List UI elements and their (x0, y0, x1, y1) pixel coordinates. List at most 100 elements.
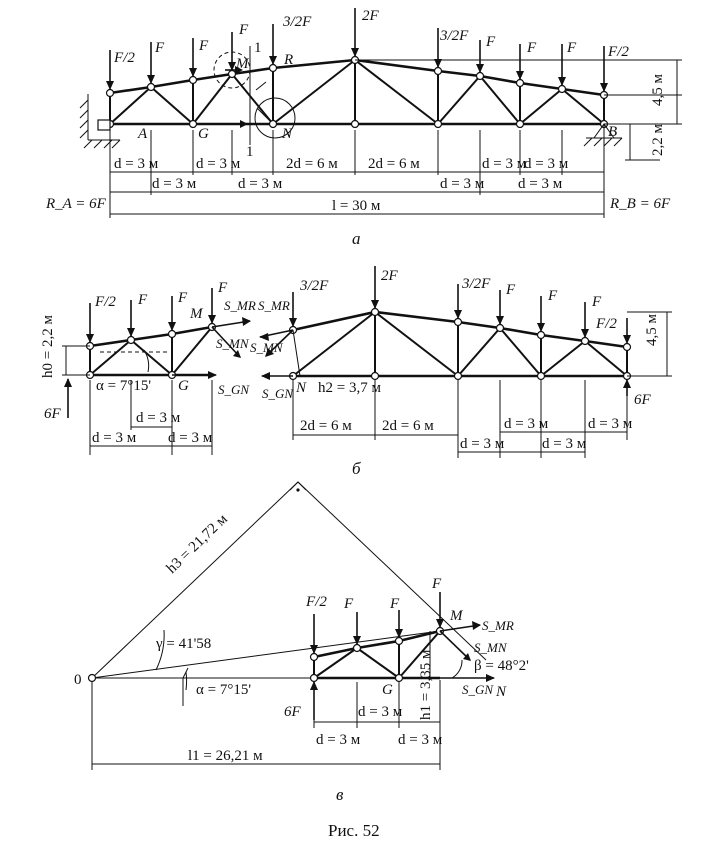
load-label: 3/2F (439, 28, 469, 44)
load-label: F (591, 294, 602, 310)
force-label: S_MR (258, 298, 290, 313)
load-label: F (217, 280, 228, 296)
load-label: 6F (634, 392, 652, 408)
dim-label: d = 3 м (358, 704, 403, 720)
load-label: F (154, 40, 165, 56)
section-cut (213, 46, 296, 145)
dim-label: h0 = 2,2 м (40, 315, 56, 378)
dim-label: 2d = 6 м (382, 418, 434, 434)
node-label-m: M (189, 306, 204, 322)
dim-label: d = 3 м (92, 430, 137, 446)
dim-label: l1 = 26,21 м (188, 748, 263, 764)
panel-b-left (62, 288, 251, 455)
dim-label: d = 3 м (238, 176, 283, 192)
dim-label: d = 3 м (518, 176, 563, 192)
force-label: S_MN (474, 640, 508, 655)
node-label-g: G (198, 126, 209, 142)
node-label-o: 0 (74, 672, 82, 688)
dim-label: 2,2 м (650, 124, 666, 157)
dim-label: h2 = 3,7 м (318, 380, 381, 396)
dim-label: d = 3 м (168, 430, 213, 446)
load-label: F/2 (113, 50, 135, 66)
section-label: 1 (246, 144, 254, 160)
load-label: F (566, 40, 577, 56)
panel-a-truss (79, 8, 682, 218)
dim-label: 4,5 м (644, 314, 660, 347)
force-label: S_MR (482, 618, 514, 633)
dim-label: d = 3 м (398, 732, 443, 748)
load-label: F/2 (94, 294, 116, 310)
reaction-label: R_B = 6F (609, 196, 671, 212)
force-label: S_MR (224, 298, 256, 313)
dim-label: d = 3 м (504, 416, 549, 432)
dim-label: 4,5 м (650, 74, 666, 107)
height-dims-a (355, 59, 682, 161)
load-label: F (526, 40, 537, 56)
dim-label: h1 = 3,35 м (418, 649, 434, 720)
angle-label: β = 48°2' (474, 658, 529, 674)
load-label: 2F (381, 268, 399, 284)
load-label: F/2 (305, 594, 327, 610)
dim-label: 2d = 6 м (300, 418, 352, 434)
load-label: F (137, 292, 148, 308)
dim-label: d = 3 м (114, 156, 159, 172)
dims-a (109, 124, 605, 218)
load-label: 6F (44, 406, 62, 422)
dim-label: d = 3 м (524, 156, 569, 172)
load-label: 3/2F (461, 276, 491, 292)
load-label: F (505, 282, 516, 298)
dim-label: d = 3 м (588, 416, 633, 432)
section-label: 1 (254, 40, 262, 56)
panel-c-truss (87, 592, 495, 728)
angle-label: α = 7°15' (96, 378, 151, 394)
load-label: F (238, 22, 249, 38)
force-label: S_GN (262, 386, 294, 401)
load-label: 3/2F (282, 14, 312, 30)
loads-a (106, 8, 608, 92)
force-label: S_MN (216, 336, 250, 351)
dim-label: d = 3 м (460, 436, 505, 452)
load-label: F (177, 290, 188, 306)
panel-label-c: в (336, 785, 344, 804)
node-label-b: B (608, 124, 617, 140)
angle-label: α = 7°15' (196, 682, 251, 698)
load-label: 3/2F (299, 278, 329, 294)
dim-label: h3 = 21,72 м (164, 511, 232, 577)
load-label: F (431, 576, 442, 592)
panel-label-b: б (352, 459, 361, 478)
load-label: 2F (362, 8, 380, 24)
node-label-m: M (449, 608, 464, 624)
load-label: F (198, 38, 209, 54)
dim-label: d = 3 м (136, 410, 181, 426)
load-label: F (343, 596, 354, 612)
panel-c-geometry (91, 481, 487, 770)
reaction-label: R_A = 6F (45, 196, 107, 212)
load-label: F (547, 288, 558, 304)
load-label: F (389, 596, 400, 612)
dim-label: d = 3 м (316, 732, 361, 748)
force-label: S_GN (462, 682, 494, 697)
dim-label: l = 30 м (332, 198, 381, 214)
panel-b-right (259, 266, 672, 458)
node-label-n: N (495, 684, 507, 700)
load-label: F/2 (595, 316, 617, 332)
labels-c: h3 = 21,72 м γ = 41'58 α = 7°15' 0 F/2 F… (74, 511, 529, 840)
load-label: F/2 (607, 44, 629, 60)
node-label-n: N (281, 126, 293, 142)
dim-label: d = 3 м (440, 176, 485, 192)
panel-label-a: а (352, 229, 361, 248)
labels-b: F/2 F F F M S_MR S_MN S_GN G α = 7°15' 6… (40, 268, 660, 478)
node-label-a: A (137, 126, 148, 142)
node-label-g: G (178, 378, 189, 394)
force-label: S_MN (250, 340, 284, 355)
node-label-g: G (382, 682, 393, 698)
node-label-m: M (235, 56, 250, 72)
dim-label: d = 3 м (152, 176, 197, 192)
node-label-n: N (295, 380, 307, 396)
dim-label: d = 3 м (196, 156, 241, 172)
dim-label: d = 3 м (482, 156, 527, 172)
angle-label: γ = 41'58 (155, 636, 211, 652)
labels-a: F/2 F F F 3/2F 2F 3/2F F F F F/2 M R N A… (45, 8, 671, 248)
node-label-r: R (283, 52, 293, 68)
